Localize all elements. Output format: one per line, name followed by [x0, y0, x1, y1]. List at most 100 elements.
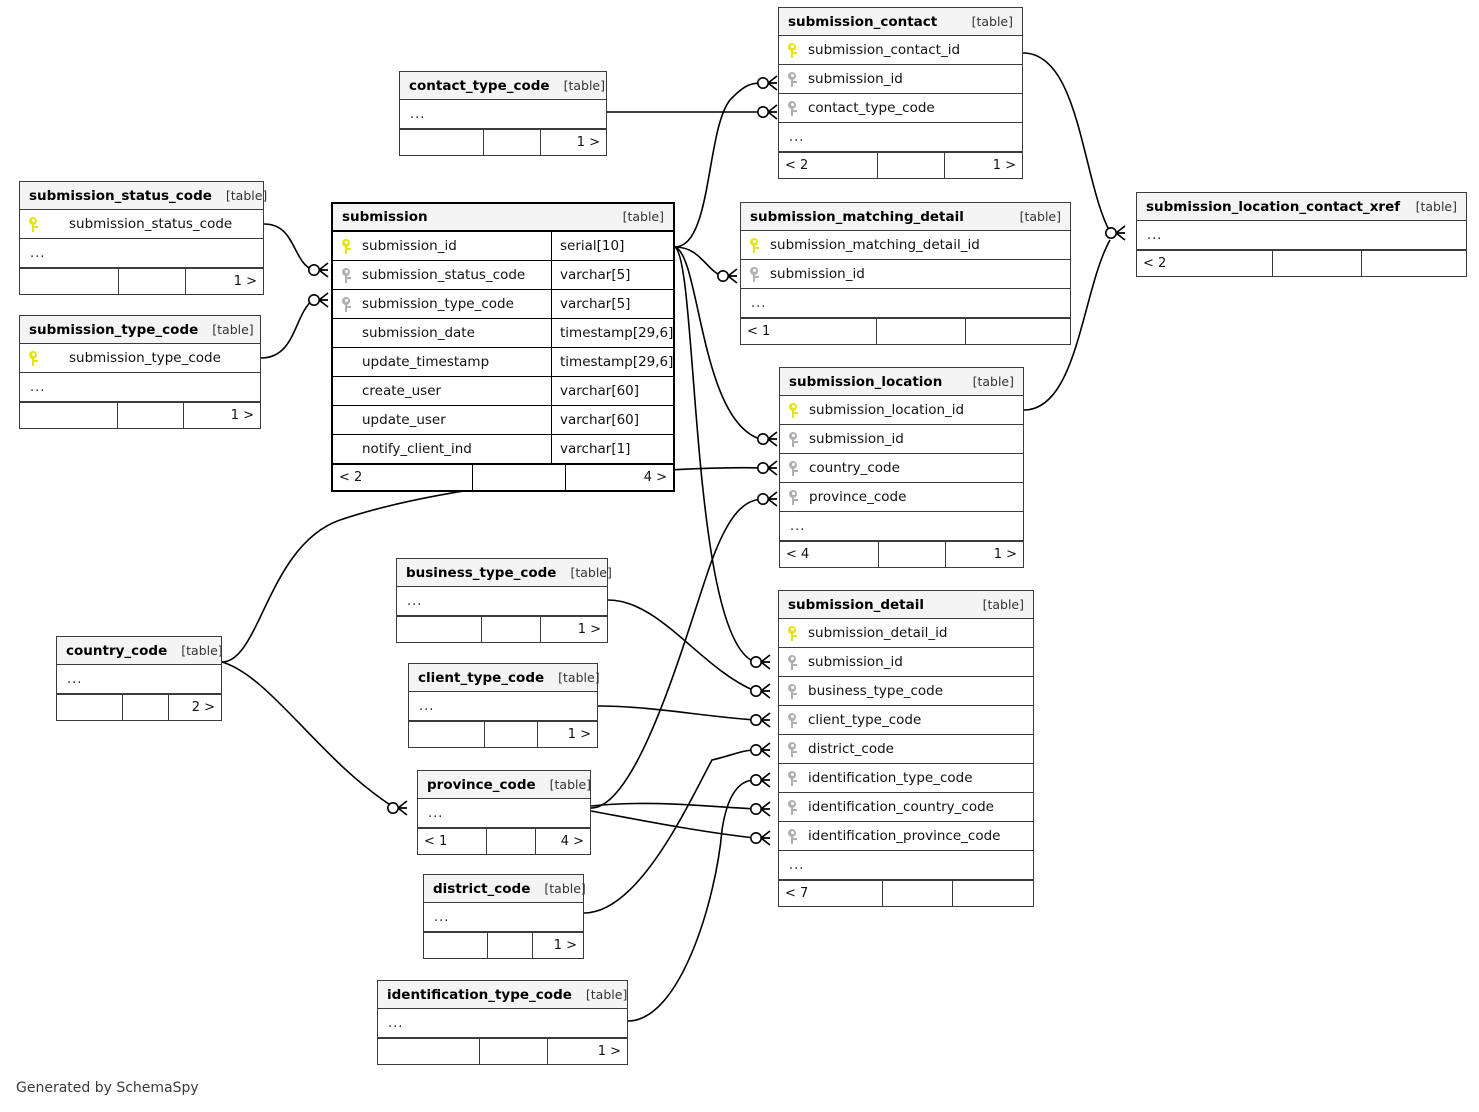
column-row-more[interactable]: ... [409, 692, 597, 721]
table-kind-label: [table] [585, 986, 628, 1002]
column-label: client_type_code [808, 711, 922, 728]
column-name-cell: submission_id [779, 648, 1033, 676]
column-row[interactable]: identification_province_code [779, 822, 1033, 851]
column-label: update_user [362, 411, 446, 428]
column-name-cell: ... [1137, 221, 1466, 249]
table-kind-label: [table] [225, 187, 268, 203]
footer-parent-count: < 7 [785, 886, 809, 901]
table-submission_type_code[interactable]: submission_type_code[table]submission_ty… [19, 315, 261, 429]
column-row-more[interactable]: ... [20, 373, 260, 402]
table-submission_matching_detail[interactable]: submission_matching_detail[table]submiss… [740, 202, 1071, 345]
column-type-cell: varchar[1] [551, 435, 673, 463]
footer-parent-count [397, 617, 481, 642]
column-row[interactable]: submission_matching_detail_id [741, 231, 1070, 260]
table-footer-identification_type_code: 1 > [378, 1038, 627, 1064]
column-row-more[interactable]: ... [779, 123, 1022, 152]
column-label: country_code [809, 459, 900, 476]
table-contact_type_code[interactable]: contact_type_code[table]...1 > [399, 71, 607, 156]
table-country_code[interactable]: country_code[table]...2 > [56, 636, 223, 721]
table-kind-label: [table] [212, 321, 254, 337]
table-client_type_code[interactable]: client_type_code[table]...1 > [408, 663, 600, 748]
column-name-cell: ... [779, 851, 1033, 879]
column-row[interactable]: submission_detail_id [779, 619, 1033, 648]
table-kind-label: [table] [622, 209, 664, 224]
table-submission_location_contact_xref[interactable]: submission_location_contact_xref[table].… [1136, 192, 1467, 277]
column-row[interactable]: province_code [780, 483, 1023, 512]
column-row-more[interactable]: ... [424, 903, 583, 932]
column-label: submission_id [809, 430, 904, 447]
footer-parent-count: < 2 [785, 158, 809, 173]
table-submission_status_code[interactable]: submission_status_code [table] submission_… [19, 181, 268, 295]
column-name-cell: update_user [333, 406, 551, 434]
column-row[interactable]: identification_type_code [779, 764, 1033, 793]
column-row[interactable]: submission_id [779, 648, 1033, 677]
table-district_code[interactable]: district_code[table]...1 > [423, 874, 586, 959]
column-type-cell: varchar[5] [551, 261, 673, 289]
column-row-more[interactable]: ... [400, 100, 606, 129]
column-name-cell: submission_type_code [20, 344, 260, 372]
footer-child-count [951, 881, 1033, 906]
column-row-more[interactable]: ... [57, 665, 221, 694]
column-name-cell: submission_location_id [780, 396, 1023, 424]
column-row[interactable]: submission_id [741, 260, 1070, 289]
column-label: identification_type_code [808, 769, 973, 786]
column-row-more[interactable]: ... [741, 289, 1070, 318]
column-row-more[interactable]: ... [397, 587, 607, 616]
table-submission_location[interactable]: submission_location[table]submission_loc… [779, 367, 1024, 568]
column-row-more[interactable]: ... [1137, 221, 1466, 250]
column-row[interactable]: submission_id [780, 425, 1023, 454]
column-row[interactable]: submission_id [779, 65, 1022, 94]
column-row-more[interactable]: ... [20, 239, 263, 268]
table-name: contact_type_code [409, 77, 550, 94]
table-header-contact_type_code: contact_type_code[table] [400, 72, 606, 100]
column-label: submission_id [808, 70, 903, 87]
column-row-more[interactable]: ... [780, 512, 1023, 541]
column-name-cell: submission_type_code [333, 290, 551, 318]
table-business_type_code[interactable]: business_type_code[table]...1 > [396, 558, 612, 643]
column-row[interactable]: submission_location_id [780, 396, 1023, 425]
column-label: ... [789, 129, 805, 145]
primary-key-icon [27, 350, 41, 366]
column-row[interactable]: client_type_code [779, 706, 1033, 735]
column-row[interactable]: identification_country_code [779, 793, 1033, 822]
column-row[interactable]: business_type_code [779, 677, 1033, 706]
table-name: submission_detail [788, 596, 924, 613]
primary-key-icon [786, 625, 800, 641]
column-label: submission_status_code [69, 215, 233, 232]
column-row[interactable]: submission_contact_id [779, 36, 1022, 65]
foreign-key-icon [748, 266, 762, 282]
column-label: ... [407, 593, 423, 609]
column-name-cell: ... [378, 1009, 627, 1037]
foreign-key-icon [340, 267, 354, 283]
column-row[interactable]: submission_type_code [20, 344, 260, 373]
column-row[interactable]: submission_status_code [20, 210, 263, 239]
table-kind-label: [table] [544, 880, 586, 896]
table-name: submission_status_code [29, 187, 212, 204]
column-name-cell: ... [20, 239, 263, 267]
foreign-key-icon [786, 741, 800, 757]
table-submission_detail[interactable]: submission_detail[table]submission_detai… [778, 590, 1034, 907]
footer-child-count: 2 > [168, 695, 221, 720]
table-kind-label: [table] [1019, 208, 1061, 224]
table-identification_type_code[interactable]: identification_type_code[table]...1 > [377, 980, 628, 1065]
column-row[interactable]: country_code [780, 454, 1023, 483]
primary-key-icon [786, 42, 800, 58]
column-row-more[interactable]: ... [779, 851, 1033, 880]
column-row-more[interactable]: ... [418, 799, 590, 828]
column-label: ... [67, 671, 83, 687]
column-row-more[interactable]: ... [378, 1009, 627, 1038]
column-row[interactable]: contact_type_code [779, 94, 1022, 123]
table-footer-business_type_code: 1 > [397, 616, 607, 642]
column-row[interactable]: district_code [779, 735, 1033, 764]
table-submission_contact[interactable]: submission_contact[table]submission_cont… [778, 7, 1023, 179]
